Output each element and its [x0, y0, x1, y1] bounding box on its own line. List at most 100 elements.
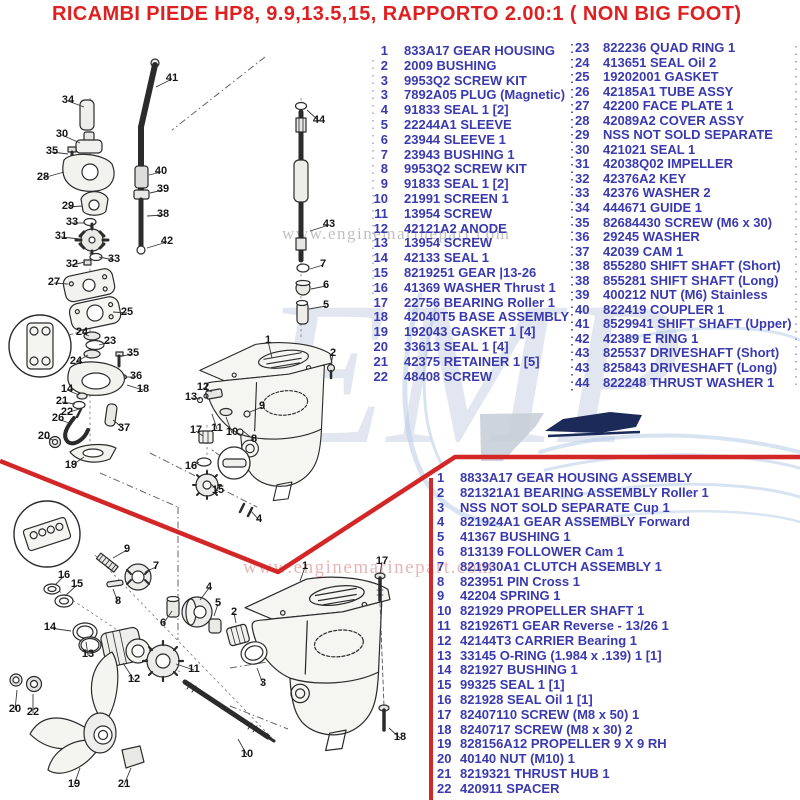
- part-label: 420911 SPACER: [460, 780, 560, 796]
- part-number: 5: [437, 529, 445, 545]
- callout-leader: [146, 214, 164, 217]
- part-label: 822419 COUPLER 1: [603, 301, 725, 317]
- callout-number: 11: [211, 422, 223, 434]
- part-number: 43: [575, 360, 590, 376]
- callout-leader: [51, 151, 69, 155]
- callout-leader: [123, 767, 132, 786]
- callout-leader: [122, 662, 135, 681]
- callout-number: 1: [265, 334, 271, 346]
- part-number: 36: [575, 229, 590, 245]
- callout-number: 32: [66, 258, 78, 270]
- part-number: 32: [575, 170, 590, 186]
- callout-number: 5: [323, 299, 329, 311]
- callout-leader: [144, 566, 157, 573]
- callout-leader: [112, 588, 119, 603]
- part-number: 7: [437, 558, 445, 574]
- part-number: 16: [373, 279, 388, 295]
- callout-leader: [175, 663, 195, 671]
- part-label: 7892A05 PLUG (Magnetic): [404, 87, 566, 103]
- callout-leader: [70, 456, 85, 467]
- callout-leader: [98, 341, 111, 346]
- part-number: 9: [437, 588, 445, 604]
- part-number: 4: [437, 514, 445, 530]
- part-label: 9953Q2 SCREW KIT: [404, 161, 527, 177]
- callout-number: 16: [185, 460, 197, 472]
- callout-number: 2: [330, 347, 336, 359]
- top-exploded-diagram: [8, 56, 336, 518]
- callout-number: 9: [259, 400, 265, 412]
- callout-leader: [308, 305, 327, 310]
- callout-number: 20: [9, 703, 21, 715]
- callout-leader: [54, 575, 65, 586]
- part-label: 855280 SHIFT SHAFT (Short): [603, 258, 781, 274]
- watermark-big-letters: EMP: [259, 260, 683, 487]
- part-label: 821930A1 CLUTCH ASSEMBLY 1: [460, 558, 662, 574]
- part-label: 33613 SEAL 1 [4]: [404, 338, 509, 354]
- callout-leader: [14, 689, 18, 711]
- callout-number: 30: [56, 128, 68, 140]
- part-number: 28: [575, 112, 590, 128]
- callout-number: 38: [157, 208, 169, 220]
- part-label: 825843 DRIVESHAFT (Long): [603, 360, 778, 376]
- callout-leader: [61, 401, 76, 405]
- part-label: 42133 SEAL 1: [404, 250, 490, 266]
- callout-number: 33: [66, 216, 78, 228]
- part-number: 35: [575, 214, 590, 230]
- part-number: 39: [575, 287, 590, 303]
- callout-leader: [43, 436, 54, 441]
- callout-number: 11: [188, 663, 200, 675]
- part-label: 8833A17 GEAR HOUSING ASSEMBLY: [460, 470, 693, 485]
- callout-leader: [53, 282, 69, 285]
- callout-number: 19: [68, 778, 80, 790]
- callout-leader: [98, 256, 115, 261]
- part-number: 14: [373, 250, 388, 266]
- part-label: 42039 CAM 1: [603, 243, 684, 259]
- part-label: 821928 SEAL Oil 1 [1]: [460, 691, 593, 707]
- part-label: 813139 FOLLOWER Cam 1: [460, 543, 624, 559]
- part-label: 82684430 SCREW (M6 x 30): [603, 214, 773, 230]
- callout-leader: [155, 78, 173, 88]
- callout-number: 7: [153, 560, 159, 572]
- part-label: 42389 E RING 1: [603, 330, 699, 346]
- callout-leader: [237, 738, 248, 756]
- callout-number: 19: [65, 459, 77, 471]
- part-label: 8219251 GEAR |13-26: [404, 264, 537, 280]
- boat-wake-shape: [480, 413, 544, 461]
- part-number: 6: [380, 131, 388, 147]
- callout-number: 21: [118, 778, 130, 790]
- callout-leader: [210, 483, 219, 492]
- part-label: 42376A2 KEY: [603, 170, 687, 186]
- part-label: 42144T3 CARRIER Bearing 1: [460, 632, 638, 648]
- callout-number: 21: [56, 395, 68, 407]
- callout-number: 17: [190, 424, 202, 436]
- callout-number: 10: [226, 426, 238, 438]
- part-label: 40140 NUT (M10) 1: [460, 751, 575, 767]
- part-number: 17: [373, 294, 388, 310]
- callout-number: 12: [128, 673, 140, 685]
- callout-leader: [148, 171, 162, 176]
- part-label: 42121A2 ANODE: [404, 220, 507, 236]
- part-row: 43 825843 DRIVESHAFT (Long): [575, 361, 792, 376]
- callout-number: 20: [38, 430, 50, 442]
- callout-leader: [310, 285, 327, 290]
- part-label: 48408 SCREW: [404, 368, 493, 384]
- part-label: 822236 QUAD RING 1: [603, 40, 736, 55]
- callout-leader: [112, 549, 128, 559]
